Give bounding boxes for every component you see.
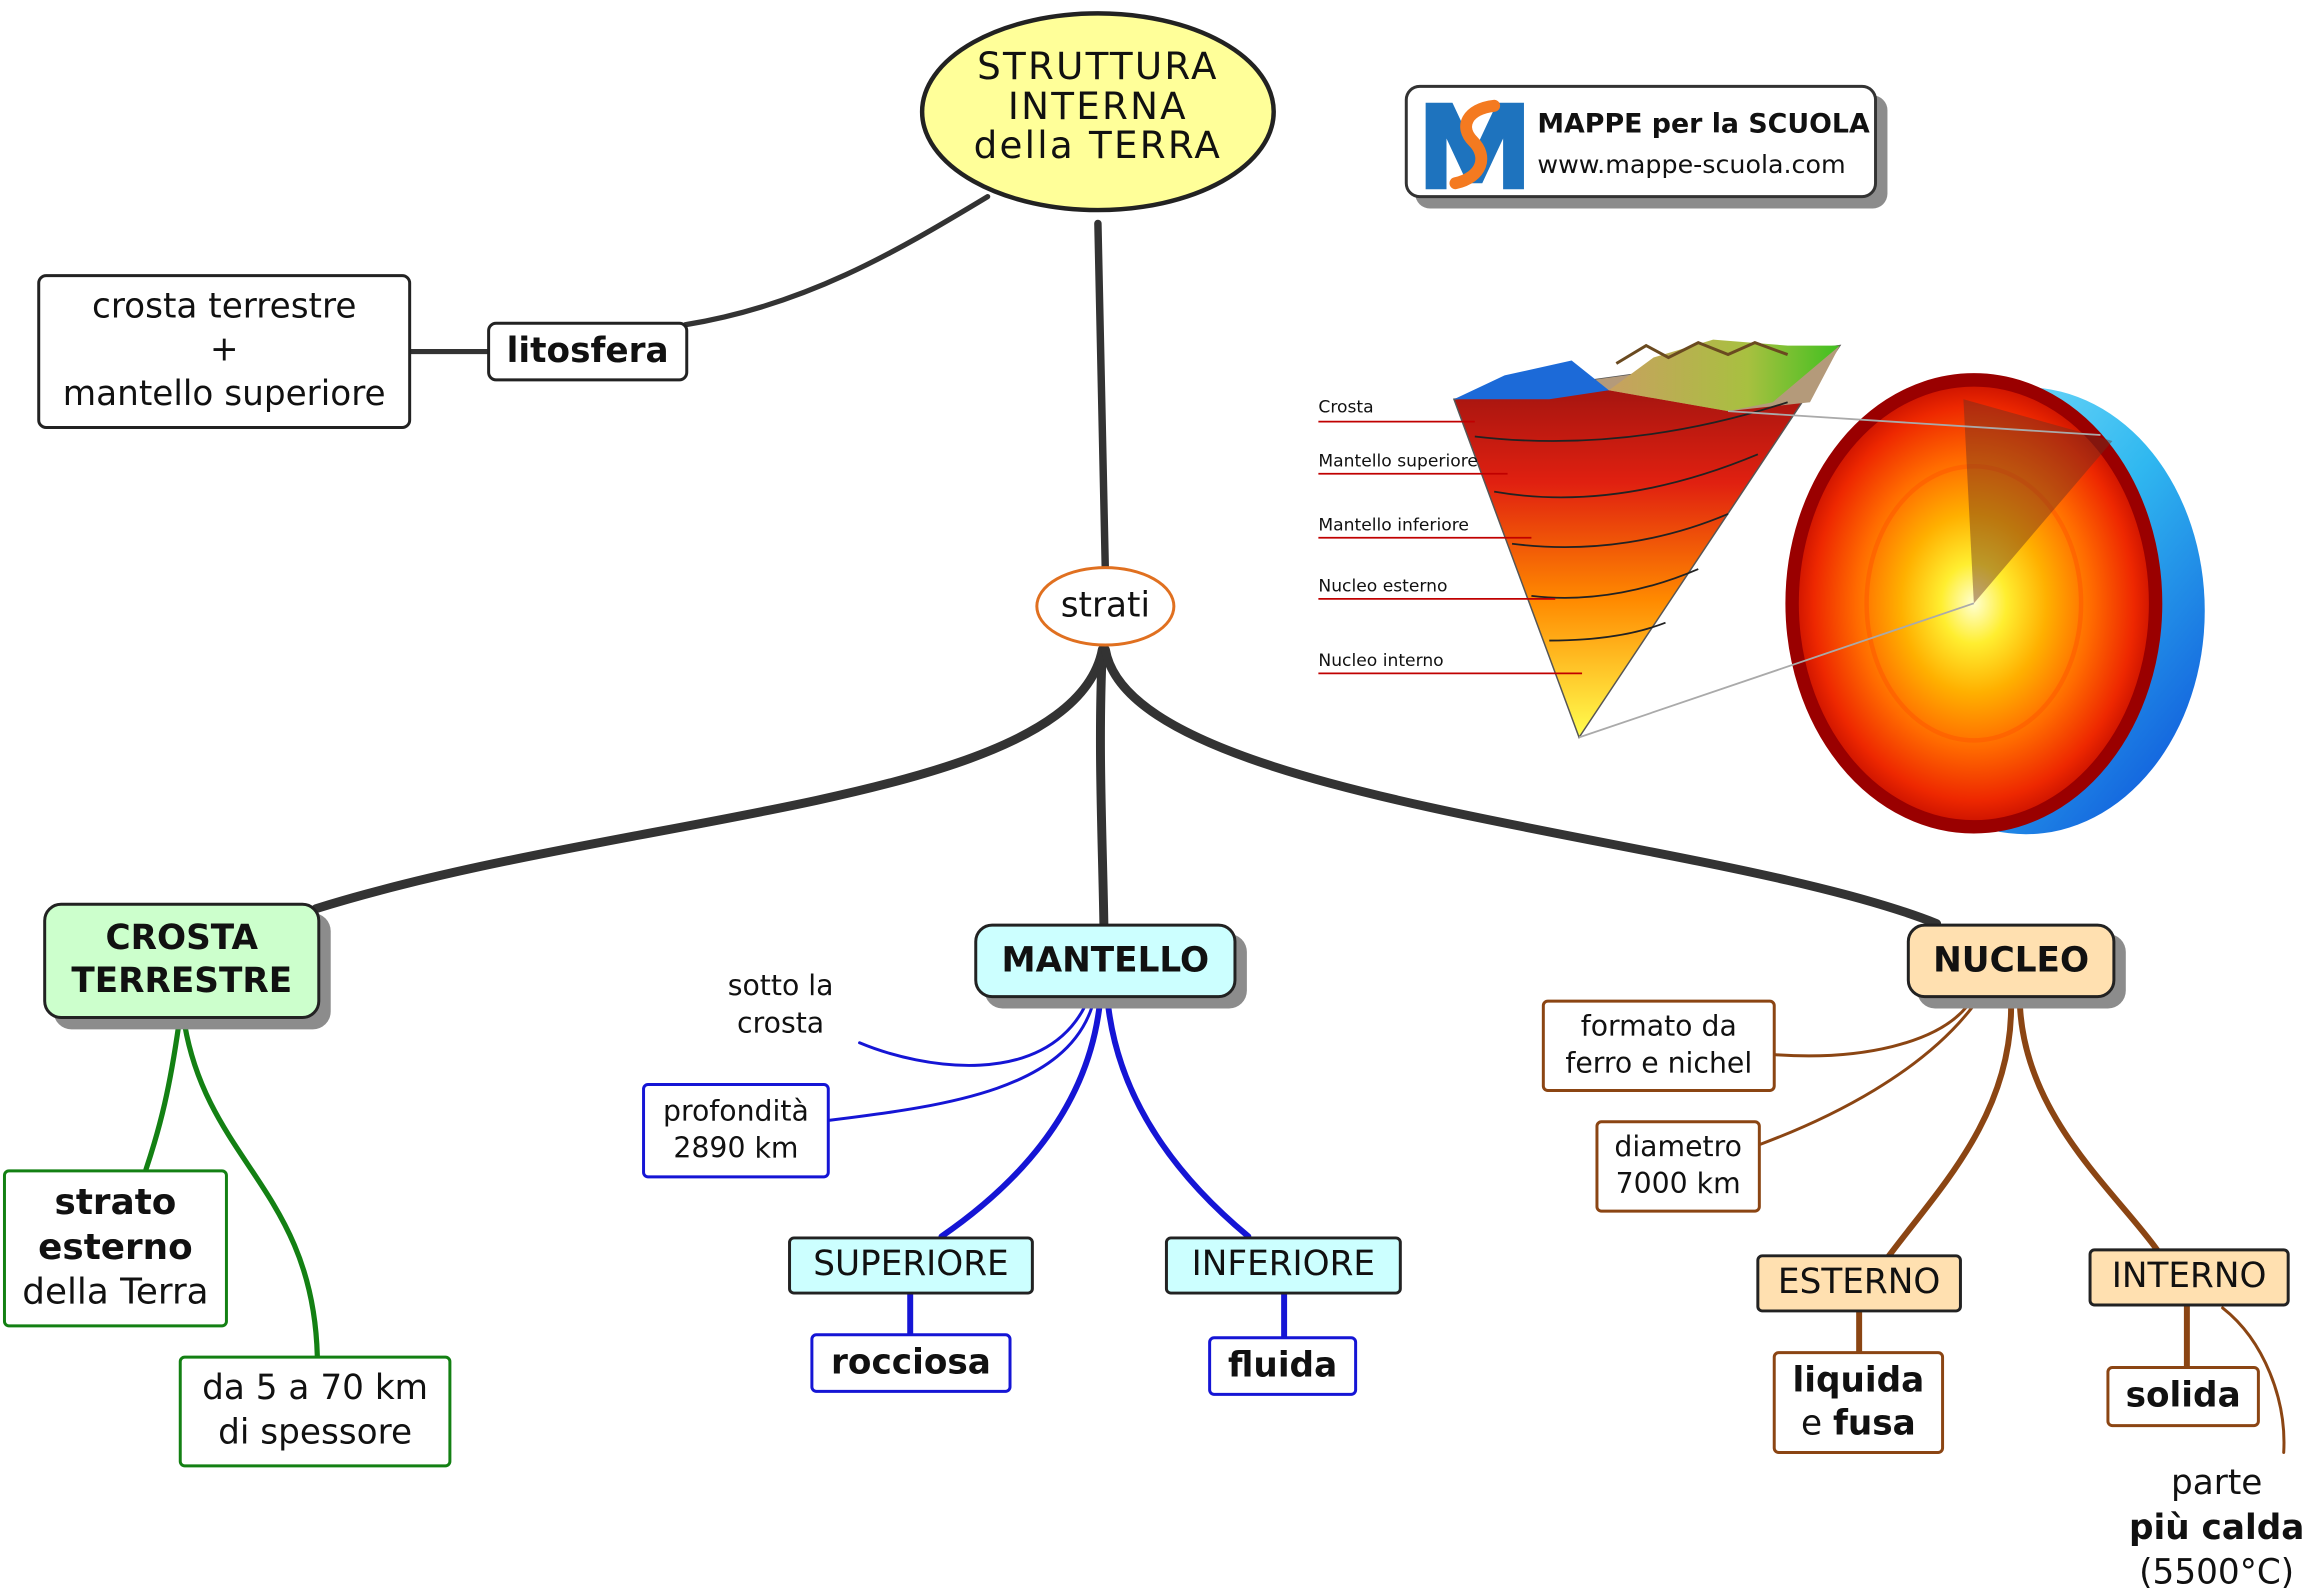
nucleo-outer-state-e: e — [1801, 1404, 1823, 1443]
crosta-strato-node: strato esterno della Terra — [2, 1169, 228, 1328]
illustration-leader-lines — [1318, 420, 1583, 675]
logo-m-icon — [1425, 99, 1524, 190]
mantello-pos-line2: crosta — [737, 1006, 825, 1040]
mantello-fluida-label: fluida — [1228, 1346, 1338, 1386]
link-interno-caldo — [2221, 1306, 2286, 1454]
litosfera-definition-node: crosta terrestre + mantello superiore — [37, 274, 412, 430]
nucleo-node[interactable]: NUCLEO — [1906, 923, 2116, 999]
link-mantello-inferiore — [1105, 1004, 1252, 1240]
nucleo-hot-line2: più calda — [2128, 1508, 2305, 1548]
crosta-label-line1: CROSTA — [105, 919, 259, 959]
mantello-pos-line1: sotto la — [727, 969, 834, 1003]
mantello-depth-line2: 2890 km — [673, 1132, 799, 1165]
mantello-inferiore-label: INFERIORE — [1191, 1246, 1376, 1285]
link-title-litosfera — [682, 194, 991, 328]
link-nucleo-formato — [1774, 1005, 1968, 1058]
nucleo-outer-state-line2: e fusa — [1801, 1403, 1916, 1446]
crosta-desc-line2: esterno — [38, 1226, 193, 1268]
map-title-line2: INTERNA — [1007, 84, 1188, 128]
link-crosta-strato — [143, 1022, 182, 1173]
litosfera-node[interactable]: litosfera — [487, 321, 689, 382]
link-strati-mantello — [1095, 645, 1109, 929]
mantello-depth-node: profondità 2890 km — [642, 1083, 830, 1179]
link-strati-nucleo — [1100, 645, 1942, 929]
logo-url: www.mappe-scuola.com — [1537, 150, 1846, 181]
mantello-label: MANTELLO — [1001, 941, 1210, 981]
nucleo-comp-line1: formato da — [1580, 1010, 1737, 1044]
strati-label[interactable]: strati — [1060, 586, 1151, 626]
crosta-spessore-node: da 5 a 70 km di spessore — [178, 1355, 452, 1468]
earth-wedge — [1452, 339, 2101, 740]
earth-sphere — [1785, 373, 2205, 835]
illustration-label-nucleo-interno: Nucleo interno — [1318, 649, 1444, 671]
map-title-line3: della TERRA — [973, 123, 1223, 167]
link-nucleo-interno — [2017, 1004, 2161, 1253]
crosta-thick-line2: di spessore — [218, 1412, 413, 1452]
litosfera-def-line1: crosta terrestre — [91, 287, 357, 327]
mantello-superiore-node[interactable]: SUPERIORE — [788, 1236, 1034, 1295]
mantello-node[interactable]: MANTELLO — [974, 923, 1237, 999]
nucleo-esterno-label: ESTERNO — [1777, 1263, 1941, 1303]
nucleo-hot-line3: (5500°C) — [2139, 1553, 2295, 1593]
crosta-label-line2: TERRESTRE — [71, 962, 293, 1002]
strati-ellipse — [1035, 566, 1176, 647]
nucleo-interno-state-node: solida — [2106, 1366, 2260, 1428]
mantello-rocciosa-label: rocciosa — [831, 1343, 991, 1383]
title-ellipse — [919, 11, 1276, 213]
logo-name: MAPPE per la SCUOLA — [1537, 108, 1870, 141]
link-mantello-profondita — [828, 1005, 1094, 1122]
map-title-line1: STRUTTURA — [977, 44, 1219, 88]
link-crosta-spessore — [182, 1022, 320, 1359]
nucleo-diam-line2: 7000 km — [1615, 1167, 1741, 1201]
mantello-fluida-node: fluida — [1208, 1336, 1358, 1396]
nucleo-composition-node: formato da ferro e nichel — [1541, 999, 1776, 1092]
link-mantello-sotto — [858, 1005, 1086, 1067]
earth-illustration — [1318, 339, 2205, 835]
link-nucleo-esterno — [1885, 1004, 2015, 1259]
nucleo-comp-line2: ferro e nichel — [1565, 1047, 1753, 1081]
litosfera-def-line2: + — [209, 331, 239, 370]
mantello-rocciosa-node: rocciosa — [810, 1333, 1012, 1393]
illustration-label-mantello-superiore: Mantello superiore — [1318, 449, 1478, 471]
mantello-position-text: sotto la crosta — [700, 968, 861, 1042]
nucleo-hot-line1: parte — [2170, 1464, 2263, 1504]
nucleo-diam-line1: diametro — [1614, 1131, 1742, 1164]
link-strati-crosta — [311, 645, 1107, 914]
nucleo-esterno-state-node: liquida e fusa — [1772, 1351, 1945, 1454]
map-title: STRUTTURA INTERNA della TERRA — [922, 44, 1274, 167]
crosta-desc-line3: della Terra — [22, 1270, 209, 1313]
litosfera-def-line3: mantello superiore — [62, 374, 386, 414]
illustration-label-mantello-inferiore: Mantello inferiore — [1318, 513, 1469, 535]
mantello-superiore-label: SUPERIORE — [813, 1246, 1009, 1285]
nucleo-esterno-node[interactable]: ESTERNO — [1756, 1254, 1962, 1313]
link-mantello-superiore — [938, 1004, 1103, 1240]
illustration-label-nucleo-esterno: Nucleo esterno — [1318, 575, 1448, 596]
nucleo-interno-label: INTERNO — [2111, 1258, 2267, 1297]
nucleo-outer-state-line1: liquida — [1792, 1361, 1925, 1400]
mantello-depth-line1: profondità — [663, 1095, 809, 1129]
crosta-desc-line1: strato — [54, 1181, 177, 1224]
nucleo-hot-text: parte più calda (5500°C) — [2121, 1463, 2312, 1596]
nucleo-outer-state-fusa: fusa — [1832, 1404, 1916, 1443]
crosta-node[interactable]: CROSTA TERRESTRE — [43, 902, 321, 1019]
nucleo-label: NUCLEO — [1933, 941, 2090, 981]
crosta-thick-line1: da 5 a 70 km — [202, 1368, 429, 1408]
link-nucleo-diametro — [1759, 1005, 1974, 1146]
nucleo-diameter-node: diametro 7000 km — [1595, 1120, 1761, 1213]
nucleo-interno-node[interactable]: INTERNO — [2088, 1248, 2290, 1307]
litosfera-label: litosfera — [506, 332, 669, 371]
illustration-label-crosta: Crosta — [1318, 396, 1374, 418]
logo-box: MAPPE per la SCUOLA www.mappe-scuola.com — [1404, 84, 1878, 199]
nucleo-inner-state-label: solida — [2125, 1377, 2241, 1416]
mantello-inferiore-node[interactable]: INFERIORE — [1164, 1236, 1402, 1295]
link-title-strati — [1094, 219, 1110, 576]
